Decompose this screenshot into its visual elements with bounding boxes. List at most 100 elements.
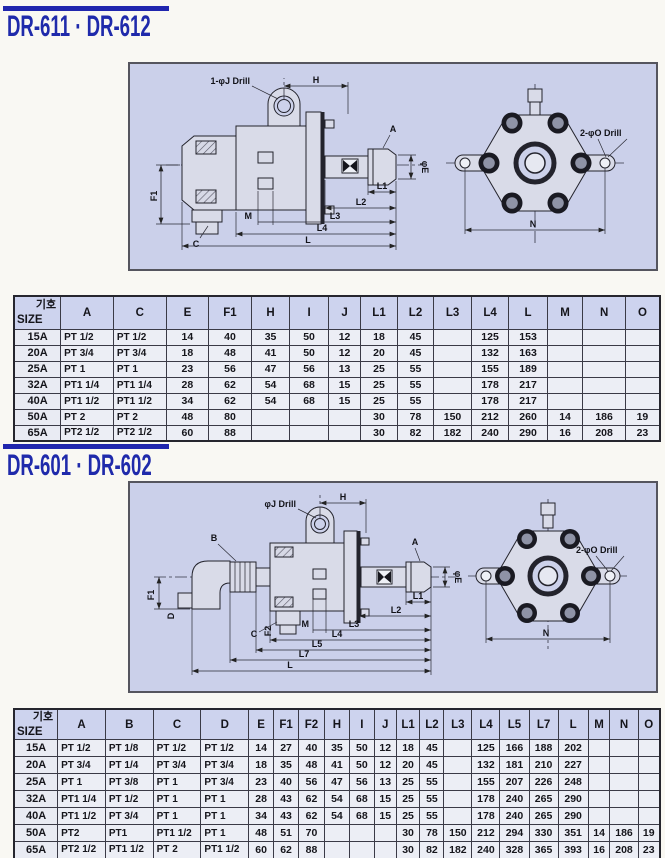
cell: 294 xyxy=(499,824,530,842)
cell: PT 1 xyxy=(57,773,106,791)
cell: 40 xyxy=(208,328,252,346)
dim-label-h: H xyxy=(313,75,320,85)
col-header-f1: F1 xyxy=(273,708,300,740)
cell: 178 xyxy=(470,392,510,410)
flange-face xyxy=(475,502,621,622)
col-header-l: L xyxy=(557,708,589,740)
cell xyxy=(433,392,472,410)
cell xyxy=(250,408,291,426)
cell: 290 xyxy=(557,790,589,808)
cell: PT 3/4 xyxy=(112,344,167,362)
cell xyxy=(624,360,661,378)
col-header-m: M xyxy=(546,295,584,330)
cell: 62 xyxy=(298,807,325,825)
row-header-size: 65A xyxy=(13,424,62,442)
cell: 18 xyxy=(360,328,398,346)
cell: 54 xyxy=(323,807,350,825)
cell: 265 xyxy=(528,790,559,808)
cell: 208 xyxy=(582,424,626,442)
cell: PT 1/2 xyxy=(60,328,114,346)
cell: 45 xyxy=(396,328,435,346)
cell: 207 xyxy=(499,773,530,791)
cell: 186 xyxy=(609,824,639,842)
cell: 50 xyxy=(289,328,329,346)
cell xyxy=(587,739,611,757)
cell xyxy=(348,824,375,842)
cell xyxy=(289,424,329,442)
col-header-c: C xyxy=(112,295,167,330)
cell xyxy=(327,408,362,426)
dim-label-l3: L3 xyxy=(330,211,341,221)
row-header-size: 20A xyxy=(13,756,59,774)
cell xyxy=(546,360,584,378)
cell xyxy=(637,756,661,774)
cell: 365 xyxy=(528,841,559,858)
cell xyxy=(587,807,611,825)
cell: 12 xyxy=(327,344,362,362)
cell: 78 xyxy=(419,824,445,842)
cell: PT1 1/2 xyxy=(200,841,250,858)
dim-label-h: H xyxy=(340,492,347,502)
cell: 217 xyxy=(508,392,548,410)
front-dimensions: 2-φO Drill N xyxy=(464,128,628,234)
cell: 12 xyxy=(373,739,397,757)
cell: PT2 1/2 xyxy=(60,424,114,442)
cell xyxy=(587,773,611,791)
cell: 80 xyxy=(208,408,252,426)
dim-label-e: φE xyxy=(453,571,463,583)
row-header-size: 40A xyxy=(13,392,62,410)
cell: 30 xyxy=(360,424,398,442)
cell xyxy=(609,739,639,757)
cell xyxy=(624,344,661,362)
cell xyxy=(443,773,473,791)
cell: 47 xyxy=(323,773,350,791)
row-header-size: 65A xyxy=(13,841,59,858)
flange-bolts xyxy=(478,112,592,214)
cell xyxy=(323,841,350,858)
side-view: H 1-φJ Drill A φE F1 C xyxy=(149,75,430,250)
cell: 125 xyxy=(470,328,510,346)
title-rule-1 xyxy=(3,6,169,11)
title-rule-2 xyxy=(3,444,169,449)
cell: 330 xyxy=(528,824,559,842)
cell: 240 xyxy=(499,807,530,825)
cell: 265 xyxy=(528,807,559,825)
dim-label-l2: L2 xyxy=(356,197,367,207)
cell: 212 xyxy=(471,824,501,842)
cell: 68 xyxy=(289,376,329,394)
cell: 240 xyxy=(499,790,530,808)
col-header-i: I xyxy=(348,708,375,740)
cell: PT1 1/4 xyxy=(57,790,106,808)
cell: 227 xyxy=(557,756,589,774)
cell: 13 xyxy=(327,360,362,378)
col-header-n: N xyxy=(609,708,639,740)
col-header-l4: L4 xyxy=(471,708,501,740)
dim-label-l4: L4 xyxy=(317,223,328,233)
cell: 23 xyxy=(637,841,661,858)
row-header-size: 15A xyxy=(13,739,59,757)
cell: 62 xyxy=(208,376,252,394)
cell: 60 xyxy=(165,424,210,442)
cell: 62 xyxy=(208,392,252,410)
row-header-size: 40A xyxy=(13,807,59,825)
cell: 25 xyxy=(360,376,398,394)
cell: 25 xyxy=(395,807,421,825)
drawing-dr611-612: H 1-φJ Drill A φE F1 C xyxy=(149,75,628,250)
cell: 48 xyxy=(208,344,252,362)
cell: PT 1/2 xyxy=(104,790,154,808)
row-header-size: 32A xyxy=(13,790,59,808)
col-header-h: H xyxy=(323,708,350,740)
cell: PT 3/8 xyxy=(104,773,154,791)
cell: 155 xyxy=(470,360,510,378)
cell: 51 xyxy=(273,824,300,842)
cell xyxy=(433,328,472,346)
row-header-size: 25A xyxy=(13,773,59,791)
